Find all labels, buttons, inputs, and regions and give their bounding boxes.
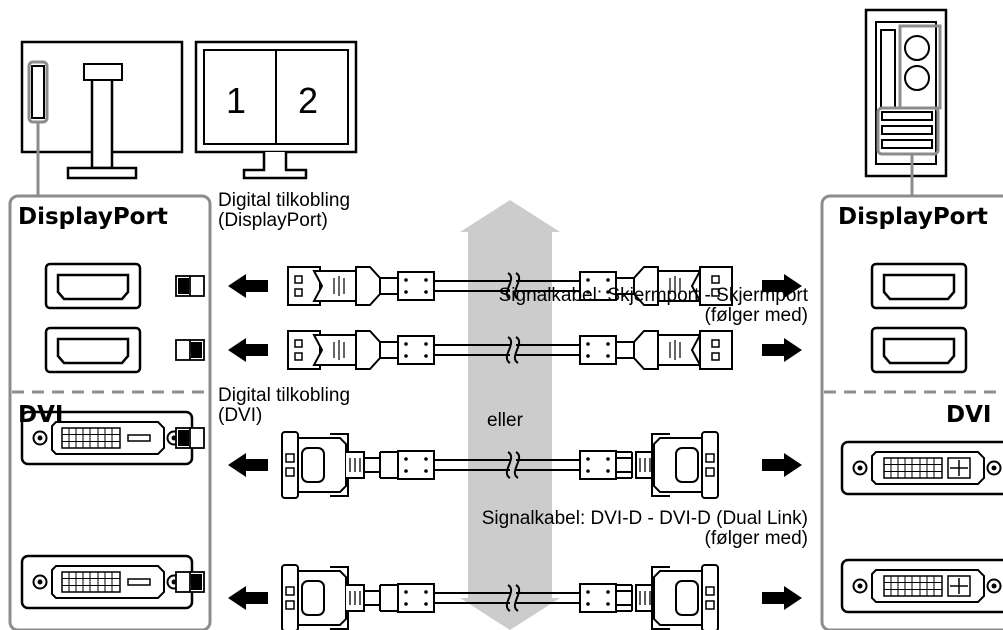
digital-connection-dvi-label: Digital tilkobling bbox=[218, 385, 351, 406]
monitor-front-split bbox=[194, 40, 358, 180]
pc-tower bbox=[864, 8, 948, 178]
right-displayport-header: DisplayPort bbox=[838, 204, 988, 230]
right-displayport-2 bbox=[870, 326, 968, 374]
right-dvi-header: DVI bbox=[946, 402, 992, 428]
cable-dp-sub: (følger med) bbox=[704, 305, 808, 326]
arrow-right-icon bbox=[762, 338, 802, 362]
left-displayport-header: DisplayPort bbox=[18, 204, 168, 230]
arrow-left-icon bbox=[228, 338, 268, 362]
input-badge-1a bbox=[175, 275, 205, 297]
background-double-arrow bbox=[460, 200, 560, 630]
digital-connection-dvi-sub: (DVI) bbox=[218, 405, 263, 426]
left-dvi-port-2 bbox=[20, 554, 194, 610]
input-badge-1b bbox=[175, 427, 205, 449]
arrow-left-icon bbox=[228, 586, 268, 610]
right-dvi-port-2 bbox=[840, 558, 1003, 614]
arrow-left-icon bbox=[228, 274, 268, 298]
cable-dp-label: Signalkabel: Skjermport - Skjermport bbox=[498, 285, 808, 306]
input-badge-2b bbox=[175, 571, 205, 593]
arrow-right-icon bbox=[762, 453, 802, 477]
right-connection-panel bbox=[820, 194, 1003, 630]
left-connection-panel bbox=[8, 194, 212, 630]
monitor-rear-view bbox=[20, 40, 184, 180]
or-label: eller bbox=[487, 410, 523, 431]
cable-dvi-label: Signalkabel: DVI-D - DVI-D (Dual Link) bbox=[481, 508, 808, 529]
left-displayport-2 bbox=[44, 326, 142, 374]
digital-connection-dp-label: Digital tilkobling bbox=[218, 190, 351, 211]
monitor-split-label-1: 1 bbox=[226, 80, 247, 121]
input-badge-2a bbox=[175, 339, 205, 361]
arrow-left-icon bbox=[228, 453, 268, 477]
right-dvi-port-1 bbox=[840, 440, 1003, 496]
arrow-right-icon bbox=[762, 586, 802, 610]
left-dvi-header: DVI bbox=[18, 402, 64, 428]
monitor-split-label-2: 2 bbox=[298, 80, 319, 121]
left-displayport-1 bbox=[44, 262, 142, 310]
digital-connection-dp-sub: (DisplayPort) bbox=[218, 210, 328, 231]
cable-dvi-sub: (følger med) bbox=[704, 528, 808, 549]
right-displayport-1 bbox=[870, 262, 968, 310]
